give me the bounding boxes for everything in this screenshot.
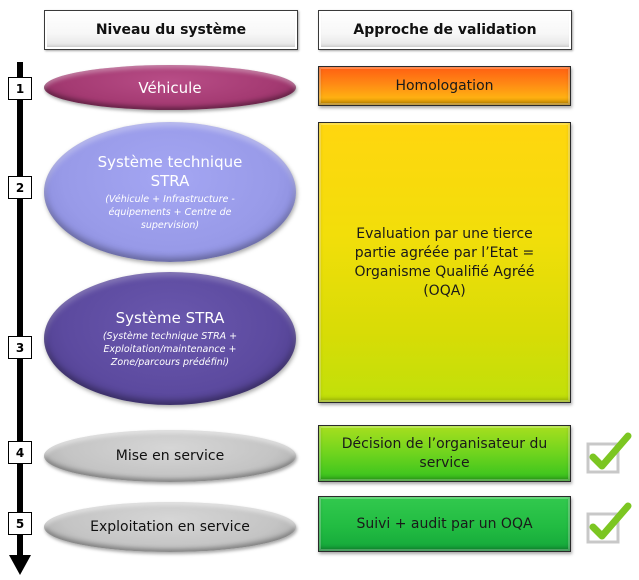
header-system-level-label: Niveau du système: [95, 22, 247, 38]
header-system-level: Niveau du système: [44, 10, 298, 50]
level-exploitation-en-service: Exploitation en service: [44, 502, 296, 552]
checkbox-checked-icon: [586, 502, 632, 544]
checkbox-checked-icon: [586, 432, 632, 474]
approach-text: Suivi + audit par un OQA: [356, 515, 533, 532]
approach-decision-organisateur: Décision de l’organisateur du service: [318, 425, 571, 482]
level-title: Système technique STRA: [97, 152, 243, 190]
level-title: Véhicule: [138, 78, 202, 97]
step-number-1: 1: [8, 77, 32, 100]
level-title: Exploitation en service: [90, 519, 250, 535]
step-number-2: 2: [8, 176, 32, 199]
step-number-label: 3: [15, 340, 25, 355]
level-subtitle: (Système technique STRA + Exploitation/m…: [102, 330, 238, 368]
arrow-down-icon: [9, 555, 31, 575]
step-number-4: 4: [8, 441, 32, 464]
approach-suivi-audit: Suivi + audit par un OQA: [318, 496, 571, 552]
level-systeme-stra: Système STRA (Système technique STRA + E…: [44, 272, 296, 405]
approach-text: Homologation: [395, 77, 494, 94]
level-vehicule: Véhicule: [44, 65, 296, 110]
approach-evaluation-oqa: Evaluation par une tierce partie agréée …: [318, 122, 571, 403]
arrow-down-icon-shaft: [17, 62, 23, 557]
step-number-label: 1: [15, 81, 25, 96]
level-subtitle: (Véhicule + Infrastructure - équipements…: [105, 193, 235, 231]
step-number-3: 3: [8, 336, 32, 359]
step-number-5: 5: [8, 512, 32, 535]
level-mise-en-service: Mise en service: [44, 430, 296, 482]
level-title: Mise en service: [115, 448, 225, 464]
header-validation-approach-label: Approche de validation: [353, 22, 537, 38]
step-number-label: 2: [15, 180, 25, 195]
approach-homologation: Homologation: [318, 66, 571, 106]
step-number-label: 5: [15, 516, 25, 531]
approach-text: Décision de l’organisateur du service: [341, 435, 548, 471]
step-number-label: 4: [15, 445, 25, 460]
level-title: Système STRA: [115, 308, 225, 327]
approach-text: Evaluation par une tierce partie agréée …: [354, 225, 535, 299]
header-validation-approach: Approche de validation: [318, 10, 572, 50]
level-systeme-technique-stra: Système technique STRA (Véhicule + Infra…: [44, 122, 296, 262]
